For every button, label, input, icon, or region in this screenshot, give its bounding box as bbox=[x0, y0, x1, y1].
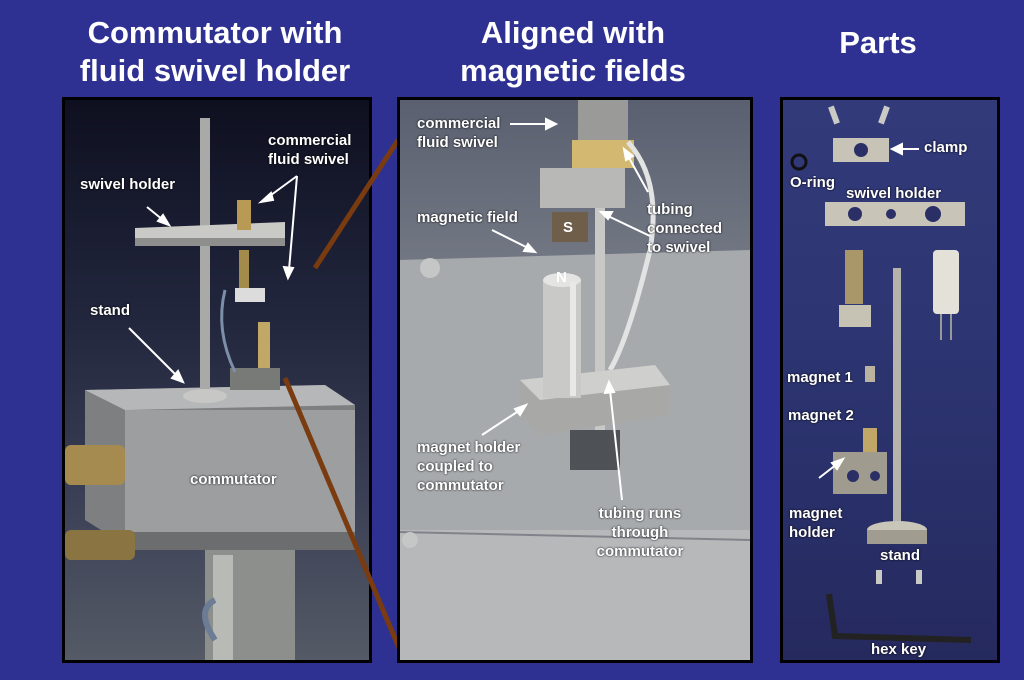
pole-label-s: S bbox=[563, 219, 574, 236]
label-stand-part: stand bbox=[880, 547, 921, 564]
label-clamp: clamp bbox=[924, 139, 968, 156]
label-stand: stand bbox=[90, 302, 131, 319]
pole-label-n: N bbox=[556, 269, 567, 286]
parts-photo-panel: clamp O-ring swivel holder magnet 1 magn… bbox=[780, 97, 1000, 663]
label-o-ring: O-ring bbox=[790, 174, 835, 191]
label-commercial-fluid-swivel-closeup: commercial fluid swivel bbox=[417, 115, 501, 151]
label-magnet-2: magnet 2 bbox=[788, 407, 854, 424]
commutator-photo-panel: commercial fluid swivel swivel holder st… bbox=[62, 97, 372, 663]
label-tubing-runs-through: tubing runs through commutator bbox=[596, 505, 684, 560]
parts-illustration bbox=[790, 105, 972, 643]
middle-panel-heading: Aligned with magnetic fields bbox=[460, 15, 686, 88]
label-commutator: commutator bbox=[190, 471, 277, 488]
label-hex-key: hex key bbox=[871, 641, 927, 658]
label-magnet-1: magnet 1 bbox=[787, 369, 853, 386]
commutator-illustration bbox=[65, 118, 355, 660]
magnetic-alignment-photo-panel: S N commercial fluid swivel magnetic fie… bbox=[397, 97, 753, 663]
label-magnet-holder-coupled: magnet holder coupled to commutator bbox=[417, 439, 521, 494]
label-swivel-holder-part: swivel holder bbox=[846, 185, 942, 202]
label-commercial-fluid-swivel: commercial fluid swivel bbox=[268, 132, 352, 168]
right-panel-heading: Parts bbox=[839, 25, 917, 60]
label-tubing-connected: tubing connected to swivel bbox=[647, 201, 723, 256]
label-swivel-holder: swivel holder bbox=[80, 176, 176, 193]
left-panel-heading: Commutator with fluid swivel holder bbox=[79, 15, 351, 88]
label-magnet-holder-part: magnet holder bbox=[789, 505, 843, 541]
label-magnetic-field: magnetic field bbox=[417, 209, 518, 226]
magnet-closeup-illustration bbox=[400, 100, 750, 660]
